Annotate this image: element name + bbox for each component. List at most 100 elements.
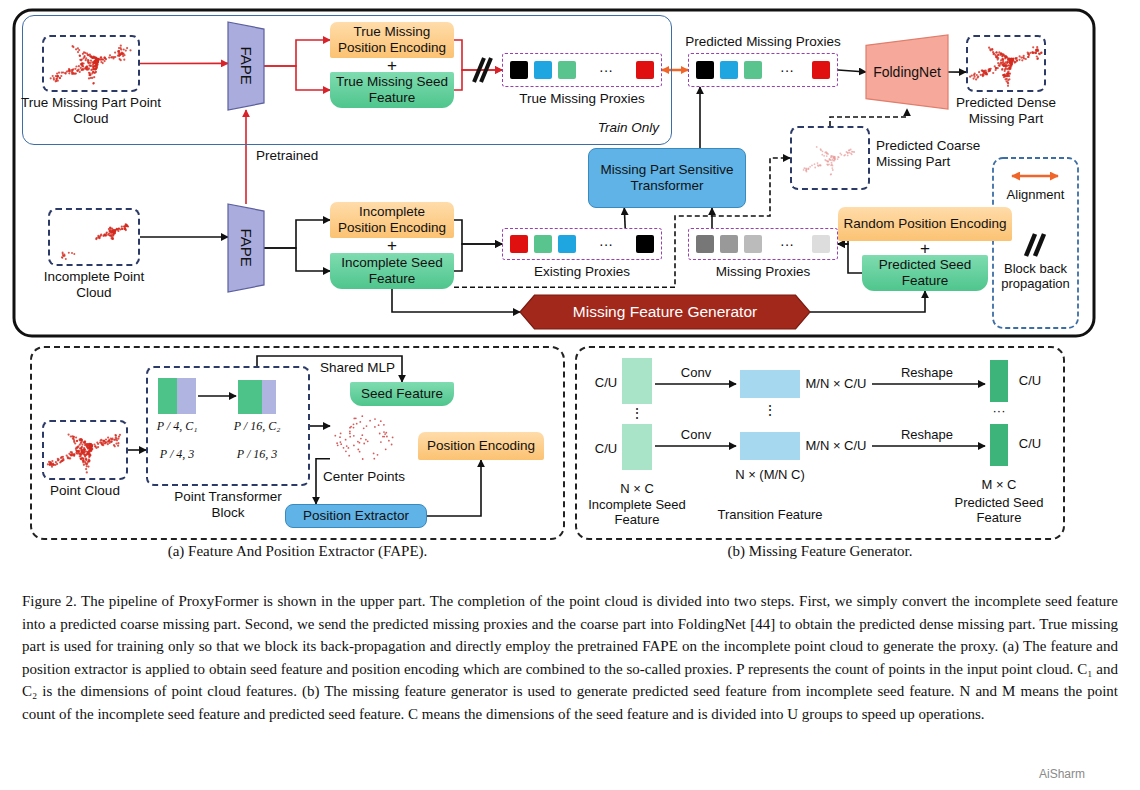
connector bbox=[140, 63, 228, 65]
edge-label: Shared MLP bbox=[318, 360, 397, 376]
annotation-label: + bbox=[920, 239, 930, 259]
connector bbox=[711, 208, 713, 228]
proxy-sequence: True Missing Proxies bbox=[502, 53, 662, 87]
connector bbox=[810, 291, 925, 312]
connector bbox=[838, 70, 866, 72]
annotation-label: C/U bbox=[595, 376, 617, 391]
annotation-label: ⋮ bbox=[763, 402, 777, 418]
proxy-square bbox=[720, 235, 738, 253]
proxy-square bbox=[636, 235, 654, 253]
connector bbox=[454, 40, 502, 70]
node-label: Center Points bbox=[309, 469, 419, 485]
annotation-label: Reshape bbox=[901, 428, 953, 443]
node-label: Point Transformer Block bbox=[163, 489, 293, 520]
connector bbox=[699, 87, 701, 148]
proxy-square bbox=[534, 235, 552, 253]
seed-feature-box: Seed Feature bbox=[350, 382, 454, 406]
annotation-label: C/U bbox=[1019, 374, 1041, 389]
seed-feature-box: Predicted Seed Feature bbox=[862, 255, 988, 291]
node-label: Predicted Dense Missing Part bbox=[946, 95, 1066, 126]
extractor-trapezoid: FAPE bbox=[228, 204, 264, 292]
connector bbox=[264, 248, 330, 271]
annotation-label: Predicted Seed Feature bbox=[944, 496, 1054, 526]
annotation-label: Reshape bbox=[901, 366, 953, 381]
annotation-label: Incomplete Seed Feature bbox=[582, 498, 692, 528]
node-label: Missing Proxies bbox=[683, 264, 843, 280]
legend-frame bbox=[993, 158, 1078, 328]
connector bbox=[245, 110, 247, 204]
connector bbox=[257, 356, 402, 382]
node-label: Missing Feature Generator bbox=[573, 303, 757, 321]
connector bbox=[948, 71, 966, 73]
proxy-square bbox=[812, 235, 830, 253]
connector bbox=[128, 449, 146, 451]
node-label: Seed Feature bbox=[361, 386, 443, 402]
node-label: Predicted Seed Feature bbox=[867, 257, 983, 288]
node-label: Incomplete Seed Feature bbox=[335, 255, 449, 286]
node-label: Predicted Coarse Missing Part bbox=[876, 138, 996, 169]
connector bbox=[838, 244, 862, 273]
subfigure-caption: (b) Missing Feature Generator. bbox=[728, 543, 913, 560]
proxy-square bbox=[720, 61, 738, 79]
proxy-square bbox=[510, 235, 528, 253]
decoder-trapezoid: FoldingNet bbox=[866, 35, 948, 109]
node-label: FAPE bbox=[237, 229, 254, 267]
annotation-label: N × C bbox=[620, 482, 654, 497]
subfigure-panel: (a) Feature And Position Extractor (FAPE… bbox=[30, 346, 565, 540]
annotation-label: P / 4, 3 bbox=[160, 448, 194, 462]
proxy-square bbox=[696, 235, 714, 253]
proxy-sequence: Predicted Missing Proxies bbox=[688, 53, 838, 87]
pipeline-frame bbox=[14, 10, 1094, 336]
edge-label: Pretrained bbox=[254, 148, 320, 164]
annotation-label: M/N × C/U bbox=[805, 377, 866, 392]
annotation-label: P / 16, 3 bbox=[237, 448, 277, 462]
annotation-label: M × C bbox=[981, 478, 1016, 493]
node-label: Random Position Encoding bbox=[844, 216, 1007, 232]
node-label: FoldingNet bbox=[873, 64, 941, 80]
connector bbox=[427, 460, 481, 516]
proxy-square bbox=[534, 61, 552, 79]
node-label: Incomplete Point Cloud bbox=[29, 269, 159, 300]
annotation-label: ··· bbox=[599, 62, 613, 78]
center-points-figure: Center Points bbox=[330, 412, 398, 464]
node-label: Predicted Missing Proxies bbox=[668, 34, 858, 50]
annotation-label: Transition Feature bbox=[717, 508, 822, 523]
point-cloud-frame: Predicted Dense Missing Part bbox=[966, 35, 1046, 92]
watermark: AiSharm bbox=[1039, 768, 1085, 782]
legend-text: Block back propagation bbox=[995, 262, 1077, 292]
block-symbol bbox=[474, 58, 491, 82]
legend-text: Alignment bbox=[995, 188, 1077, 203]
node-label: Point Cloud bbox=[25, 483, 145, 499]
annotation-label: M/N × C/U bbox=[805, 439, 866, 454]
transformer-block-bars bbox=[158, 378, 276, 414]
proxy-square bbox=[558, 235, 576, 253]
annotation-label: P / 4, C₁ bbox=[157, 420, 198, 434]
connector bbox=[454, 220, 502, 244]
annotation-label: C/U bbox=[1019, 437, 1041, 452]
node-label: Position Encoding bbox=[427, 438, 535, 454]
annotation-label: P / 16, C₂ bbox=[234, 420, 281, 434]
connector bbox=[830, 109, 907, 126]
node-label: True Missing Seed Feature bbox=[335, 74, 449, 105]
subfigure-caption: (a) Feature And Position Extractor (FAPE… bbox=[168, 543, 428, 560]
annotation-label: N × (M/N C) bbox=[735, 468, 805, 483]
connector bbox=[140, 236, 228, 238]
point-cloud-frame: Incomplete Point Cloud bbox=[48, 208, 140, 266]
node-label: Position Extractor bbox=[303, 508, 409, 524]
annotation-label: ··· bbox=[780, 62, 794, 78]
node-label: FAPE bbox=[237, 47, 254, 85]
generator-band: Missing Feature Generator bbox=[520, 295, 810, 329]
connector bbox=[264, 66, 330, 90]
node-label: Missing Part Sensitive Transformer bbox=[594, 162, 740, 193]
figure-caption: Figure 2. The pipeline of ProxyFormer is… bbox=[22, 590, 1118, 725]
annotation-label: Conv bbox=[681, 366, 711, 381]
node-label: True Missing Proxies bbox=[497, 91, 667, 107]
annotation-label: ··· bbox=[780, 236, 794, 252]
connector bbox=[310, 425, 330, 427]
proxy-square bbox=[510, 61, 528, 79]
connector bbox=[392, 289, 520, 312]
connector bbox=[662, 69, 688, 72]
proxy-square bbox=[696, 61, 714, 79]
point-cloud-frame: True Missing Part Point Cloud bbox=[42, 35, 140, 92]
